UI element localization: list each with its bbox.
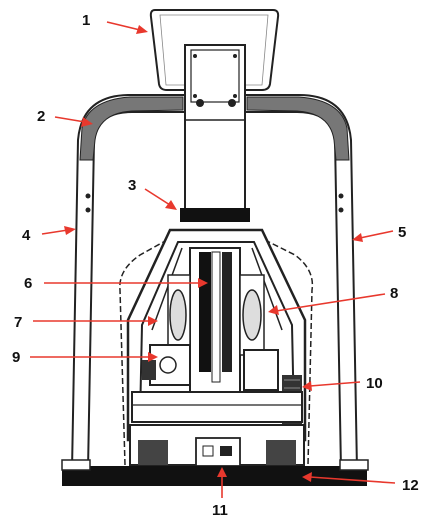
callout-1: 1: [82, 12, 90, 29]
left-grip: [79, 96, 184, 161]
callout-12: 12: [402, 477, 419, 494]
arrow-8: [268, 293, 386, 315]
callout-2: 2: [37, 108, 45, 125]
arrow-11: [217, 467, 227, 498]
base-plate: [61, 459, 369, 486]
callout-3: 3: [128, 177, 136, 194]
left-pulley: [167, 274, 191, 356]
column-collar: [180, 208, 250, 222]
arrow-1: [106, 21, 148, 34]
arrow-6: [44, 278, 208, 288]
callout-11: 11: [212, 502, 228, 519]
central-column: [184, 44, 246, 216]
callout-9: 9: [12, 349, 20, 366]
callout-arrows: [30, 21, 396, 498]
callout-5: 5: [398, 224, 406, 241]
arrow-9: [30, 352, 158, 362]
arrow-7: [33, 316, 158, 326]
arrow-12: [302, 472, 396, 484]
motor: [142, 344, 191, 386]
callout-8: 8: [390, 285, 398, 302]
handlebar: [70, 94, 359, 471]
arrow-2: [54, 116, 93, 127]
arrow-10: [302, 381, 361, 391]
arrow-3: [144, 188, 177, 210]
arrow-4: [41, 226, 76, 235]
arrow-5: [352, 230, 394, 242]
right-grip: [246, 96, 350, 161]
callout-10: 10: [366, 375, 383, 392]
callout-labels: 1 2 3 4 5 6 7 8 9 10 11 12: [12, 12, 419, 519]
callout-6: 6: [24, 275, 32, 292]
right-pulley: [239, 274, 265, 356]
weight-stack: [189, 247, 241, 399]
control-box: [195, 437, 241, 467]
callout-4: 4: [22, 227, 31, 244]
callout-7: 7: [14, 314, 22, 331]
